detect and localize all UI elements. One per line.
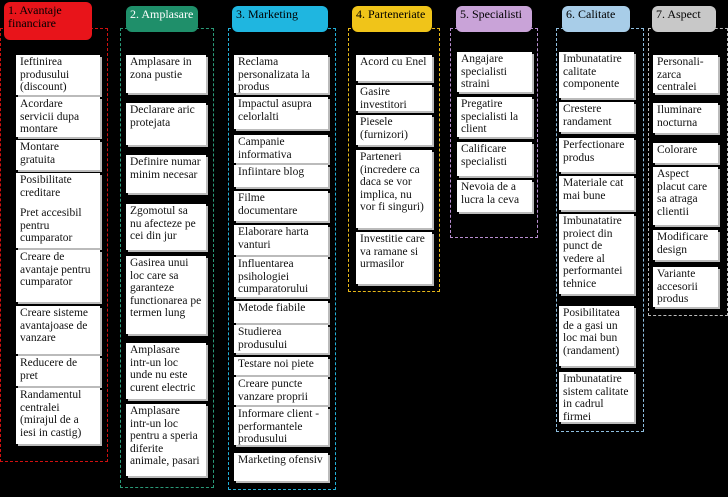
category-heading: 1. Avantaje financiare [4, 2, 92, 40]
category-item: Informare client - performantele produsu… [234, 407, 328, 445]
category-item: Reclama personalizata la produs [234, 55, 328, 93]
category-item: Calificare specialisti [457, 142, 532, 176]
category-item: Amplasare in zona pustie [126, 55, 206, 93]
category-heading: 2. Amplasare [126, 6, 198, 32]
category-heading: 7. Aspect [652, 6, 716, 32]
category-item: Amplasare intr-un loc unde nu este curen… [126, 343, 206, 399]
category-item: Ieftinirea produsului (discount) [16, 55, 100, 95]
category-item: Colorare [653, 143, 718, 163]
category-heading: 5. Specialisti [456, 6, 532, 32]
category-item: Posibilitate creditare [16, 173, 100, 206]
category-item: Imbunatatire proiect din punct de vedere… [559, 214, 634, 294]
category-item: Marketing ofensiv [234, 453, 328, 481]
category-item: Campanie informativa [234, 135, 328, 163]
category-item: Pregatire specialisti la client [457, 97, 532, 137]
category-item: Crestere randament [559, 102, 634, 132]
category-item: Definire numar minim necesar [126, 155, 206, 193]
category-item: Gasire investitori [356, 85, 432, 111]
category-item: Montare gratuita [16, 140, 100, 170]
category-item: Reducere de pret [16, 356, 100, 386]
category-item: Acord cu Enel [356, 55, 432, 81]
category-item: Aspect placut care sa atraga clientii [653, 167, 718, 225]
category-item: Metode fiabile [234, 301, 328, 323]
category-item: Posibilitatea de a gasi un loc mai bun (… [559, 306, 634, 366]
category-item: Declarare aric protejata [126, 103, 206, 145]
category-item: Modificare design [653, 230, 718, 260]
category-item: Angajare specialisti straini [457, 52, 532, 92]
category-item: Testare noi piete [234, 357, 328, 375]
category-item: Influentarea psihologiei cumparatorului [234, 257, 328, 297]
category-item: Piesele (furnizori) [356, 115, 432, 145]
category-item: Perfectionare produs [559, 138, 634, 172]
category-heading: 4. Parteneriate [352, 6, 432, 32]
category-item: Amplasare intr-un loc pentru a speria di… [126, 404, 206, 476]
category-item: Randamentul centralei (mirajul de a iesi… [16, 388, 100, 444]
category-item: Imbunatatire calitate componente [559, 52, 634, 98]
category-item: Variante accesorii produs [653, 267, 718, 307]
category-item: Parteneri (incredere ca daca se vor impl… [356, 150, 432, 228]
category-item: Pret accesibil pentru cumparator [16, 206, 100, 248]
category-item: Personali-zarca centralei [653, 55, 718, 93]
category-item: Materiale cat mai bune [559, 176, 634, 210]
category-item: Filme documentare [234, 191, 328, 221]
category-item: Impactul asupra celorlalti [234, 97, 328, 129]
category-item: Nevoia de a lucra la ceva [457, 180, 532, 212]
category-item: Creare puncte vanzare proprii [234, 377, 328, 405]
category-item: Zgomotul sa nu afecteze pe cei din jur [126, 204, 206, 250]
category-item: Studierea produsului [234, 325, 328, 353]
category-item: Imbunatatire sistem calitate in cadrul f… [559, 372, 634, 422]
category-item: Creare de avantaje pentru cumparator [16, 250, 100, 302]
category-heading: 3. Marketing [232, 6, 328, 32]
category-item: Gasirea unui loc care sa garanteze funct… [126, 256, 206, 334]
category-item: Elaborare harta vanturi [234, 225, 328, 255]
category-heading: 6. Calitate [562, 6, 630, 32]
category-item: Infiintare blog [234, 165, 328, 187]
category-item: Acordare servicii dupa montare [16, 97, 100, 137]
category-item: Iluminare nocturna [653, 103, 718, 133]
category-item: Investitie care va ramane si urmasilor [356, 232, 432, 284]
category-item: Creare sisteme avantajoase de vanzare [16, 306, 100, 354]
